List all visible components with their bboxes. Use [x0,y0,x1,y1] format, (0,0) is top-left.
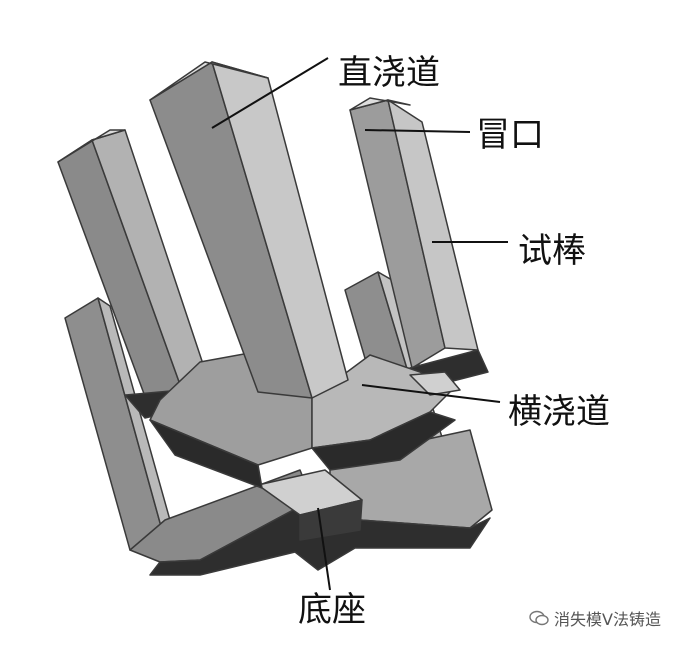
sprue-top [149,61,269,101]
leader-lines [211,57,508,591]
label-runner: 横浇道 [508,392,610,432]
label-test-bar: 试棒 [518,231,586,271]
base-center-dark [299,499,363,541]
leader-sprue [211,57,329,129]
wechat-icon [529,610,549,626]
bar-front-right-top [349,97,411,111]
label-sprue: 直浇道 [338,53,440,93]
bar-front-left-top [57,129,126,163]
runner-right-dark [311,411,456,471]
runner-right-top [409,371,461,396]
label-riser: 冒口 [476,115,544,155]
watermark: 消失模V法铸造 [528,606,661,630]
leader-riser [364,129,471,133]
leader-base [317,507,331,591]
leader-runner [361,384,501,403]
watermark-text: 消失模V法铸造 [554,610,661,629]
runner-left-dark [149,419,263,489]
label-base: 底座 [298,590,366,630]
casting-model [57,61,493,576]
